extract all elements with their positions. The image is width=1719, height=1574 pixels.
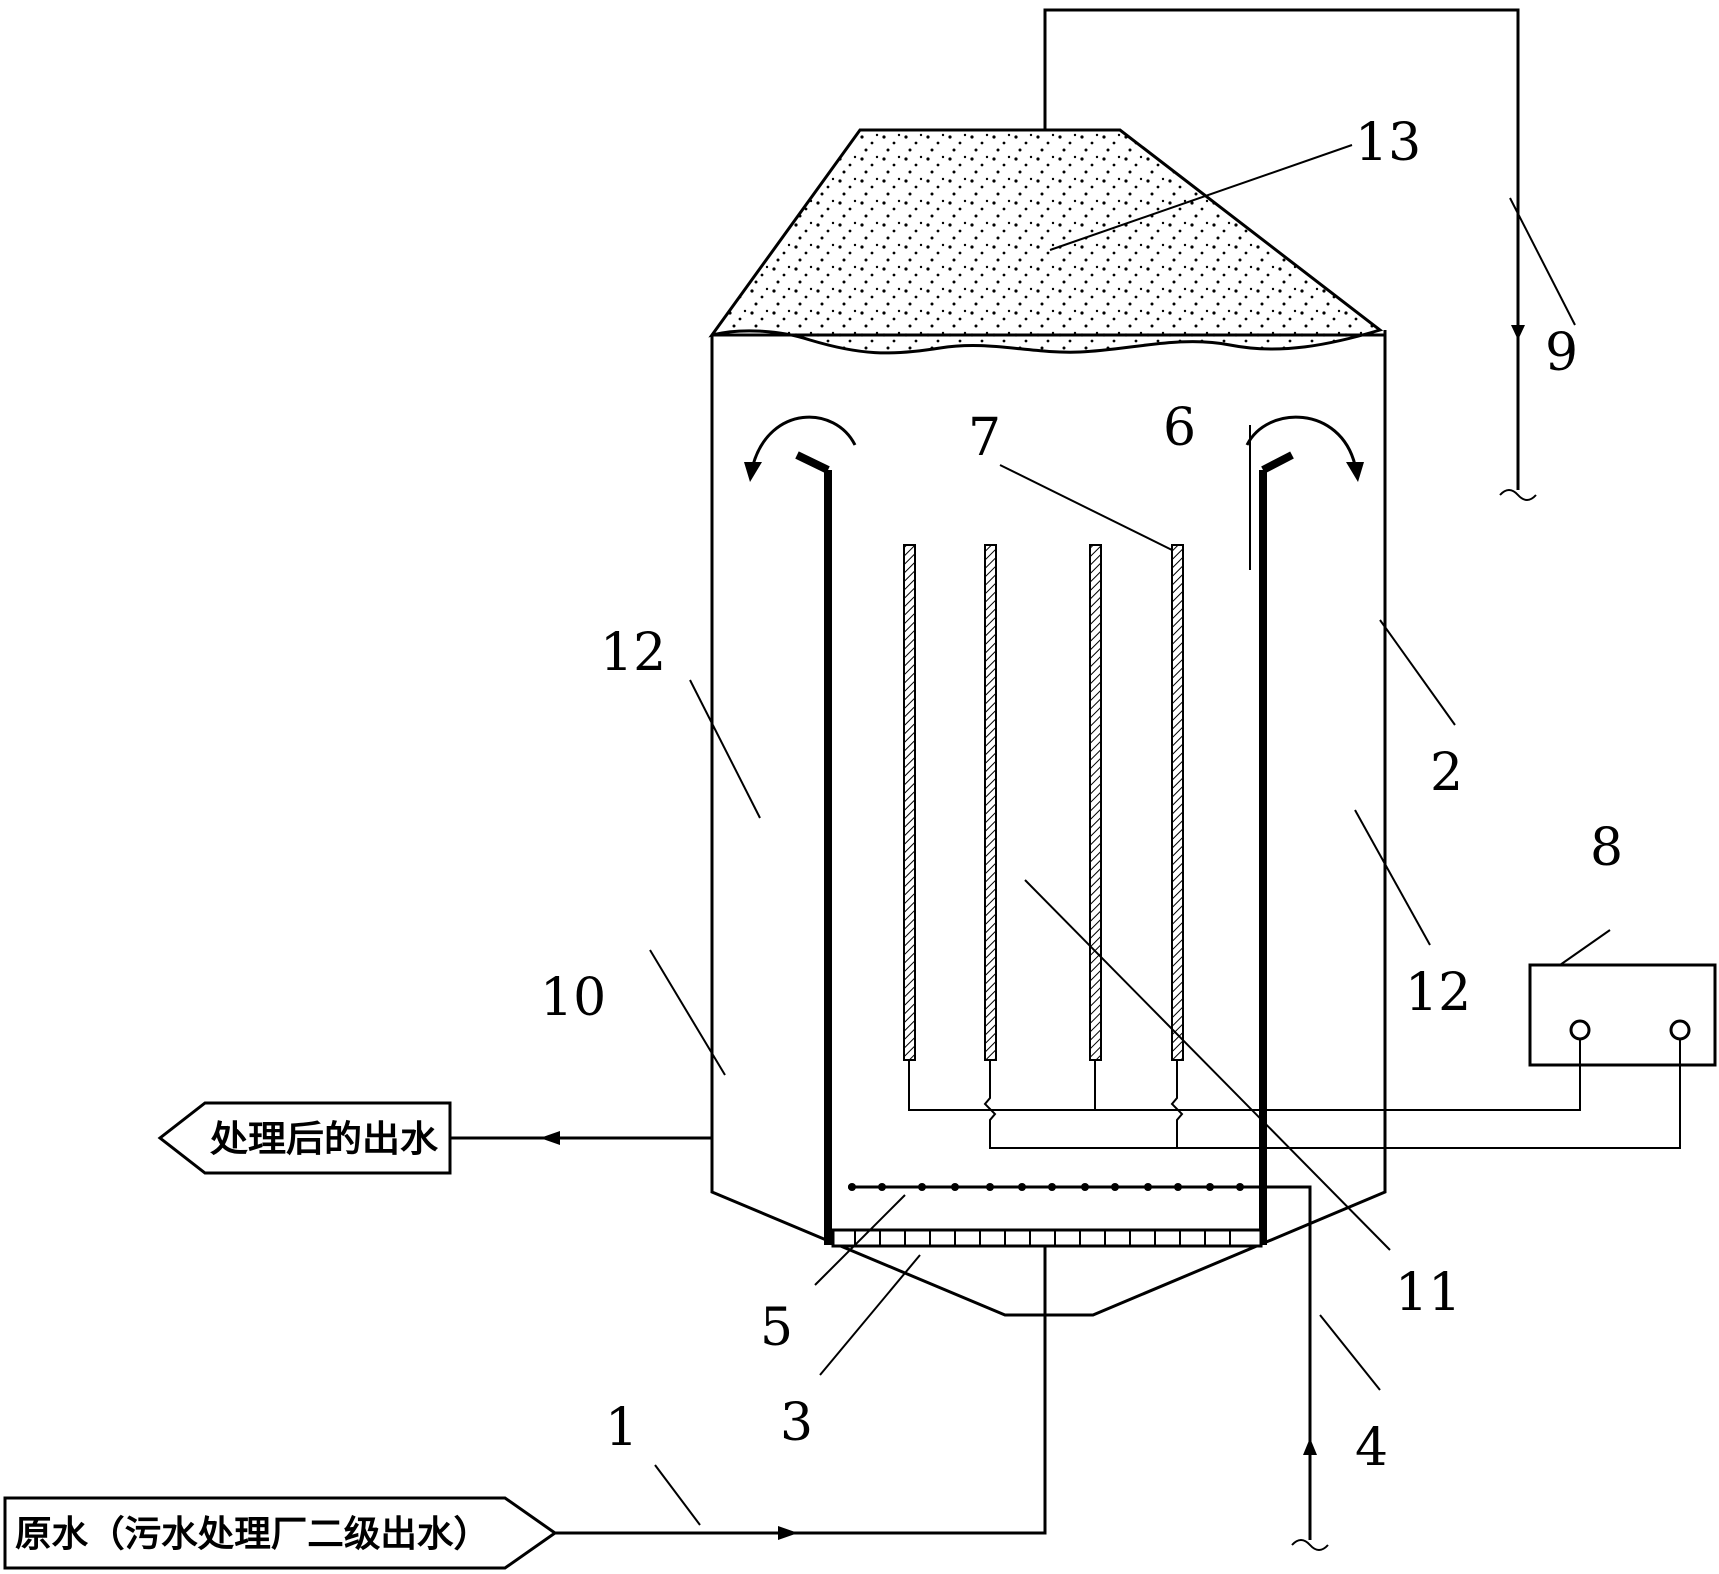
raw-water-arrow xyxy=(778,1526,798,1540)
treated-water-label: 处理后的出水 xyxy=(210,1119,439,1160)
distributor-holes xyxy=(854,1230,1231,1246)
label-2: 2 xyxy=(1430,743,1463,803)
flow-arrow-right-head xyxy=(1346,462,1364,482)
label-6: 6 xyxy=(1163,398,1196,458)
flow-arrow-left-head xyxy=(744,462,762,482)
air-inlet-pipe xyxy=(1245,1185,1312,1320)
gas-pipe-end xyxy=(1499,489,1537,501)
flow-arrow-right xyxy=(1245,415,1357,466)
air-inlet-arrow xyxy=(1303,1438,1317,1455)
gas-pipe xyxy=(1043,8,1520,490)
electrode-4 xyxy=(1171,544,1184,1061)
label-7: 7 xyxy=(968,408,1001,468)
foam-cap xyxy=(708,128,1384,355)
raw-water-label: 原水（污水处理厂二级出水） xyxy=(15,1514,490,1555)
wire-a xyxy=(908,1040,1581,1111)
label-12-right: 12 xyxy=(1405,963,1471,1023)
draft-tube-right-lip xyxy=(1261,451,1294,474)
label-11: 11 xyxy=(1395,1263,1461,1323)
electrode-2 xyxy=(984,544,997,1061)
reactor-wall xyxy=(710,330,1387,1317)
leader-lines xyxy=(649,144,1611,1526)
outlet-arrow xyxy=(540,1131,560,1145)
water-distributor xyxy=(831,1228,1263,1248)
raw-water-pipe xyxy=(555,1246,1047,1535)
label-13: 13 xyxy=(1355,113,1421,173)
label-12-left: 12 xyxy=(600,623,666,683)
label-8: 8 xyxy=(1590,818,1623,878)
label-5: 5 xyxy=(760,1298,793,1358)
label-4: 4 xyxy=(1355,1418,1388,1478)
draft-tube-left-lip xyxy=(795,451,830,474)
wire-b-tap-4 xyxy=(1170,1060,1184,1148)
label-3: 3 xyxy=(780,1393,813,1453)
label-1: 1 xyxy=(605,1398,638,1458)
electrode-1 xyxy=(903,544,916,1061)
label-10: 10 xyxy=(540,968,606,1028)
power-terminal-2 xyxy=(1669,1019,1691,1041)
flow-arrow-left xyxy=(751,415,857,466)
electrode-3 xyxy=(1089,544,1102,1061)
wire-b xyxy=(983,1040,1681,1149)
outlet-tag xyxy=(157,1101,452,1175)
raw-water-tag xyxy=(3,1496,558,1570)
air-inlet-end xyxy=(1291,1539,1329,1551)
aerator-nozzles xyxy=(848,1183,1244,1191)
power-terminal-1 xyxy=(1569,1019,1591,1041)
label-9: 9 xyxy=(1545,323,1578,383)
power-supply xyxy=(1528,963,1717,1067)
gas-pipe-arrow xyxy=(1511,325,1525,340)
